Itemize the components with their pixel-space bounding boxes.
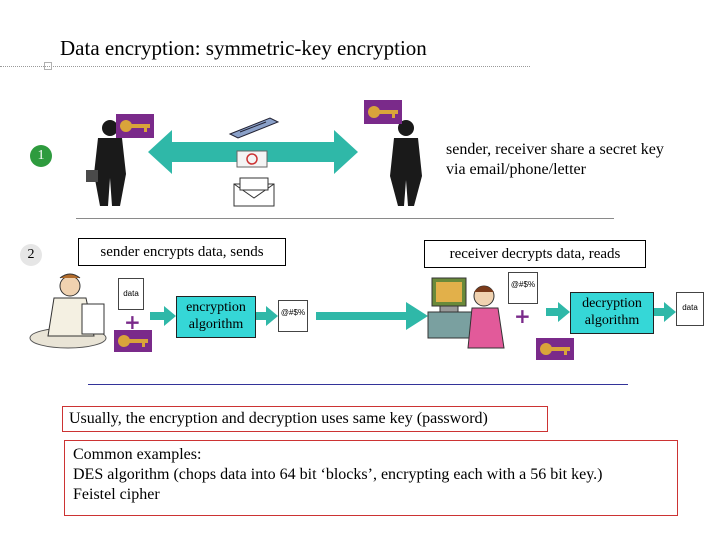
title-divider: [0, 66, 530, 67]
step-1-marker: 1: [30, 145, 52, 167]
step-2-marker: 2: [20, 244, 42, 266]
arrow-to-decryption: [546, 302, 570, 322]
arrow-to-plaintext: [654, 302, 676, 322]
person-icon: [29, 273, 107, 349]
sender-label-box: sender encrypts data, sends: [78, 238, 286, 266]
same-key-note: Usually, the encryption and decryption u…: [62, 406, 548, 432]
encryption-line1: encryption: [186, 300, 246, 315]
ciphertext-page: @#$%: [278, 300, 308, 332]
encryption-line2: algorithm: [188, 317, 244, 332]
email-icon: [236, 150, 268, 168]
page-title: Data encryption: symmetric-key encryptio…: [60, 36, 427, 60]
receiver-label-box: receiver decrypts data, reads: [424, 240, 646, 268]
key-icon: [116, 114, 154, 138]
phone-icon: [228, 117, 280, 139]
plaintext-page: data: [676, 292, 704, 326]
shared-key-note-line1: sender, receiver share a secret key: [446, 141, 664, 158]
person-icon: [390, 120, 422, 206]
computer-icon: [427, 277, 505, 349]
plus-sign: +: [514, 304, 531, 328]
arrow-to-ciphertext: [256, 306, 278, 326]
decryption-line1: decryption: [582, 296, 642, 311]
arrow-to-encryption: [150, 306, 176, 326]
decryption-algorithm-box: decryption algorithm: [570, 292, 654, 334]
section-divider: [88, 384, 628, 385]
key-icon: [364, 100, 402, 124]
plus-sign: +: [124, 310, 141, 334]
ciphertext-page: @#$%: [508, 272, 538, 304]
shared-key-note: sender, receiver share a secret key via …: [446, 140, 664, 180]
examples-heading: Common examples:: [73, 446, 202, 463]
shared-key-note-line2: via email/phone/letter: [446, 161, 586, 178]
letter-icon: [233, 177, 275, 207]
examples-box: Common examples: DES algorithm (chops da…: [64, 440, 678, 516]
section-divider: [76, 218, 614, 219]
person-icon: [86, 120, 126, 206]
example-feistel: Feistel cipher: [73, 486, 160, 503]
key-icon: [536, 338, 574, 360]
title-bullet: [44, 62, 52, 70]
example-des: DES algorithm (chops data into 64 bit ‘b…: [73, 466, 603, 483]
plaintext-page: data: [118, 278, 144, 310]
encryption-algorithm-box: encryption algorithm: [176, 296, 256, 338]
decryption-line2: algorithm: [584, 313, 640, 328]
arrow-to-receiver: [316, 302, 428, 330]
key-icon: [114, 330, 152, 352]
